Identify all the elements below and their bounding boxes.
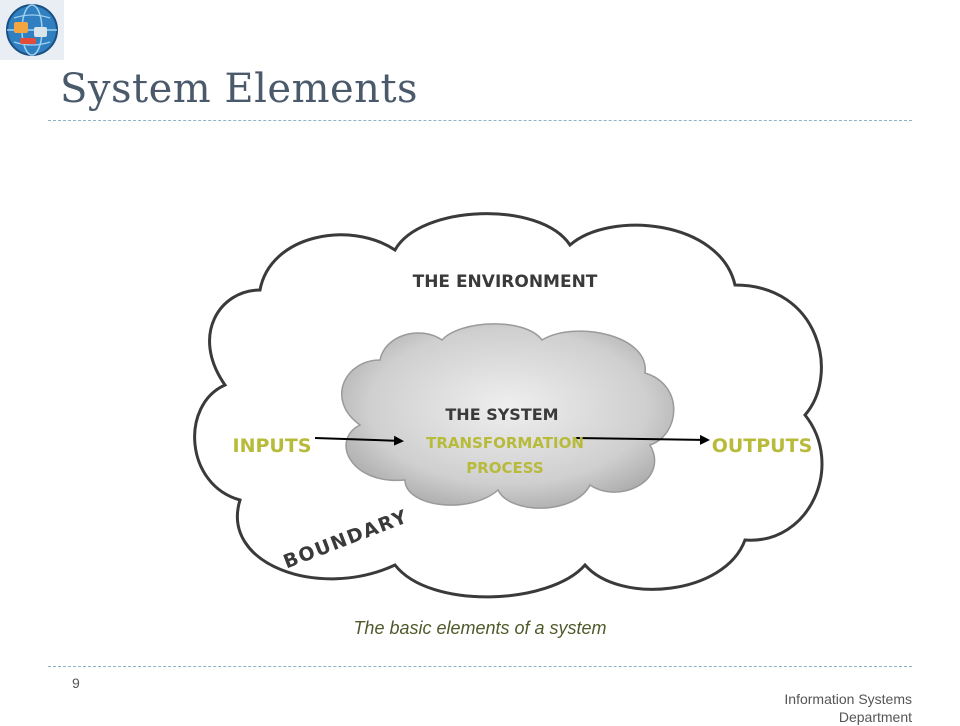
logo — [0, 0, 64, 60]
slide-title: System Elements — [60, 66, 419, 112]
system-label: THE SYSTEM — [445, 405, 558, 424]
page-number: 9 — [72, 675, 80, 691]
system-cloud — [341, 323, 675, 509]
footer-divider — [48, 666, 912, 667]
outputs-label: OUTPUTS — [712, 435, 813, 457]
output-arrow — [574, 434, 710, 445]
system-elements-diagram: THE ENVIRONMENT THE SYSTEM INPUTS TRANSF… — [180, 195, 840, 605]
inputs-label: INPUTS — [233, 435, 312, 457]
title-divider — [48, 120, 912, 121]
footer-department: Information Systems Department — [784, 691, 912, 725]
process-label-line1: TRANSFORMATION — [426, 434, 584, 452]
figure-caption: The basic elements of a system — [353, 618, 607, 638]
process-label-line2: PROCESS — [466, 459, 543, 477]
environment-label: THE ENVIRONMENT — [413, 272, 598, 292]
input-arrow — [314, 435, 404, 446]
